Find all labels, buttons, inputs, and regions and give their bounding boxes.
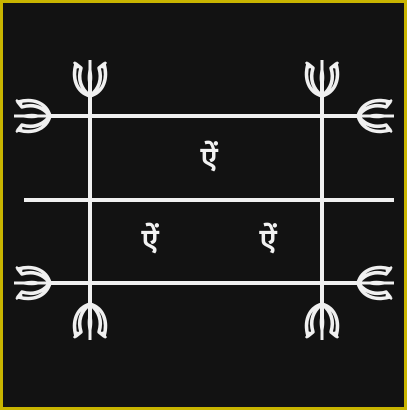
syllable-bottom-right: ऐं [259,222,278,258]
syllable-bottom-left: ऐं [141,222,160,258]
syllable-top: ऐं [200,140,219,176]
